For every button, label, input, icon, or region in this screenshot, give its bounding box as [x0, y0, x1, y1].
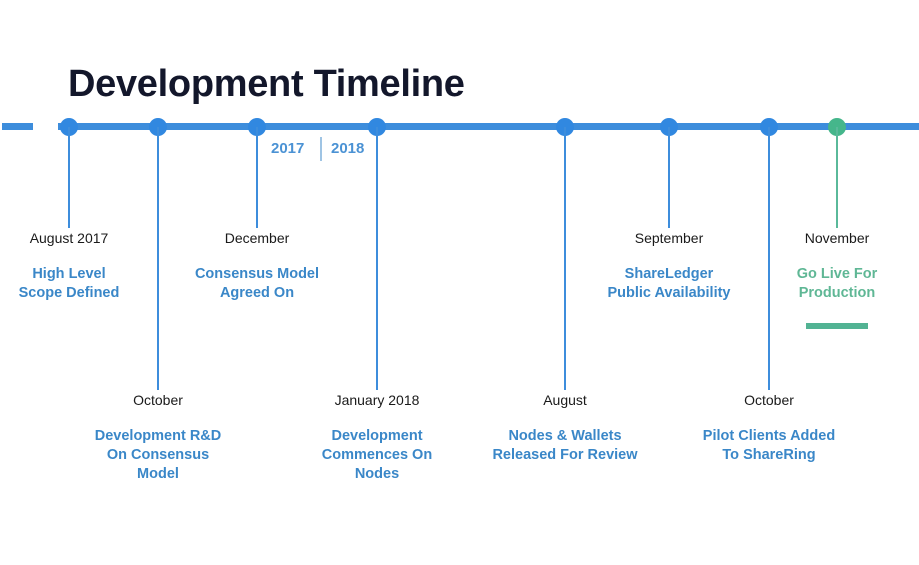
- milestone-date: November: [804, 230, 870, 246]
- milestone-date: October: [744, 392, 794, 408]
- year-label-2017: 2017: [271, 140, 305, 157]
- milestone-description-line: Production: [798, 284, 876, 301]
- milestone-date: October: [133, 392, 183, 408]
- milestone-description-line: High Level: [32, 265, 106, 282]
- milestone-description-line: Model: [137, 465, 179, 482]
- milestone-connector-line: [376, 127, 378, 390]
- milestone-date: August 2017: [29, 230, 109, 246]
- milestone-description-line: Released For Review: [492, 446, 638, 463]
- milestone-description-line: Pilot Clients Added: [702, 427, 836, 444]
- milestone-connector-line: [836, 127, 838, 228]
- milestone-description-line: Nodes & Wallets: [508, 427, 622, 444]
- milestone-connector-line: [157, 127, 159, 390]
- milestone-date: August: [543, 392, 587, 408]
- milestone-connector-line: [256, 127, 258, 228]
- milestone-date: December: [224, 230, 290, 246]
- milestone-description-line: ShareLedger: [624, 265, 714, 282]
- milestone-description-line: Consensus Model: [194, 265, 320, 282]
- milestone-date: January 2018: [334, 392, 420, 408]
- milestone-description: Pilot Clients Added To ShareRing: [649, 427, 889, 465]
- milestone-description-line: Nodes: [354, 465, 400, 482]
- milestone-accent-bar: [806, 322, 868, 329]
- year-divider: [320, 137, 322, 161]
- milestone-description-line: On Consensus: [106, 446, 210, 463]
- milestone-description-line: Development R&D: [94, 427, 222, 444]
- milestone-connector-line: [768, 127, 770, 390]
- milestone-description-line: To ShareRing: [722, 446, 816, 463]
- milestone-description-line: Scope Defined: [18, 284, 120, 301]
- timeline-axis-dash: [2, 123, 33, 130]
- milestone-connector-line: [564, 127, 566, 390]
- milestone-description-line: Commences On: [321, 446, 433, 463]
- milestone-description-line: Development: [331, 427, 423, 444]
- milestone-date: September: [634, 230, 704, 246]
- page-title: Development Timeline: [68, 63, 465, 105]
- year-label-2018: 2018: [331, 140, 365, 157]
- milestone-connector-line: [668, 127, 670, 228]
- milestone-description-line: Public Availability: [607, 284, 731, 301]
- milestone-description-line: Agreed On: [219, 284, 295, 301]
- milestone-connector-line: [68, 127, 70, 228]
- milestone-description-line: Go Live For: [796, 265, 878, 282]
- timeline-axis-line: [58, 123, 919, 130]
